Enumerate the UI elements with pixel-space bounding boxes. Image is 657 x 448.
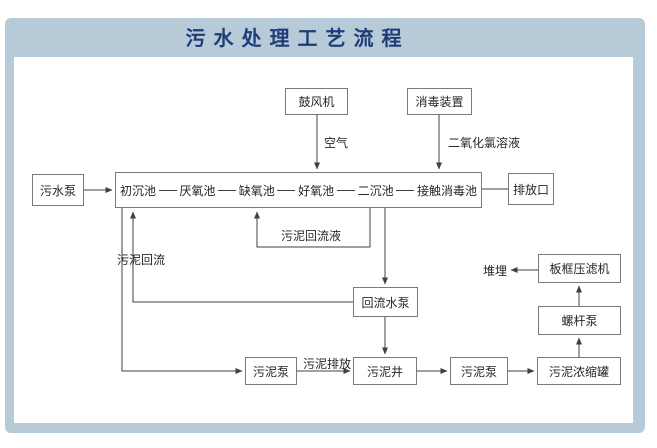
stage-secondary-sedimentation: 二沉池 — [357, 183, 394, 198]
chain-connector — [158, 189, 177, 191]
stage-aerobic: 好氧池 — [298, 183, 335, 198]
node-sludge-pump-2: 污泥泵 — [450, 357, 508, 385]
label-chlorine-dioxide-solution: 二氧化氯溶液 — [448, 136, 521, 150]
node-disinfection-device: 消毒装置 — [407, 88, 472, 115]
stage-anaerobic: 厌氧池 — [179, 183, 216, 198]
chain-connector — [336, 189, 355, 191]
chain-connector — [277, 189, 296, 191]
label-sludge-return-liquid: 污泥回流液 — [281, 229, 342, 243]
label-landfill: 堆埋 — [483, 264, 508, 278]
node-sludge-well: 污泥井 — [353, 357, 417, 385]
node-discharge-outlet: 排放口 — [508, 173, 554, 205]
node-return-water-pump: 回流水泵 — [353, 287, 418, 317]
label-sludge-return: 污泥回流 — [117, 253, 166, 267]
chain-connector — [218, 189, 237, 191]
stage-anoxic: 缺氧池 — [238, 183, 275, 198]
chain-connector — [396, 189, 415, 191]
stage-contact-disinfection: 接触消毒池 — [416, 183, 477, 198]
node-screw-pump: 螺杆泵 — [538, 306, 621, 335]
node-sludge-thickening-tank: 污泥浓缩罐 — [537, 357, 621, 385]
label-sludge-discharge: 污泥排放 — [303, 357, 352, 371]
label-air: 空气 — [324, 136, 349, 150]
node-blower: 鼓风机 — [285, 88, 348, 115]
node-sewage-pump: 污水泵 — [32, 174, 84, 206]
node-filter-press: 板框压滤机 — [538, 254, 621, 283]
node-sludge-pump-1: 污泥泵 — [245, 357, 297, 385]
diagram-title: 污水处理工艺流程 — [185, 28, 410, 50]
stage-primary-sedimentation: 初沉池 — [120, 183, 157, 198]
node-treatment-chain: 初沉池 厌氧池 缺氧池 好氧池 二沉池 接触消毒池 — [115, 172, 482, 208]
